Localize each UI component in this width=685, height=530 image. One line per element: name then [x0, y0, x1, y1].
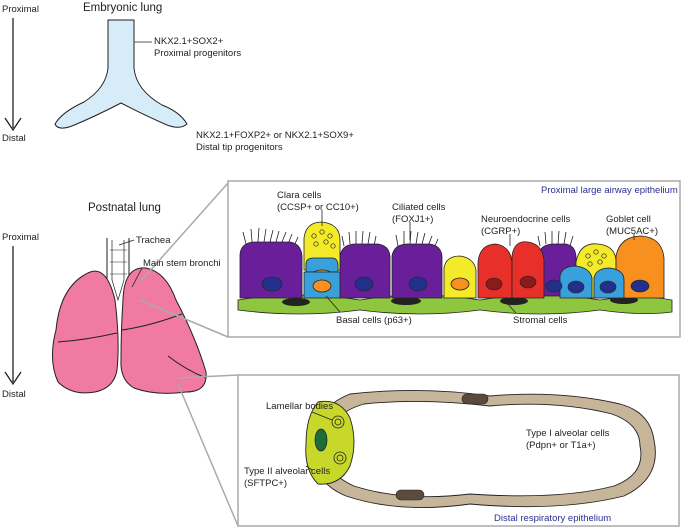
neuroendocrine-marker: (CGRP+)	[481, 226, 521, 237]
basal-label: Basal cells (p63+)	[336, 315, 412, 326]
distal-progenitor-marker: NKX2.1+FOXP2+ or NKX2.1+SOX9+	[196, 130, 354, 141]
postnatal-axis-arrow	[4, 246, 22, 386]
embryonic-axis-proximal: Proximal	[2, 4, 39, 15]
cilia	[242, 227, 574, 249]
type1-label: Type I alveolar cells	[526, 428, 610, 439]
postnatal-title: Postnatal lung	[88, 202, 161, 214]
trachea-label: Trachea	[136, 235, 171, 246]
clara-marker: (CCSP+ or CC10+)	[277, 202, 359, 213]
type2-marker: (SFTPC+)	[244, 478, 288, 489]
postnatal-lungs	[52, 238, 207, 394]
airway-nuclei	[261, 276, 650, 294]
type1-nuclei	[395, 393, 489, 501]
embryonic-axis-distal: Distal	[2, 133, 26, 144]
embryonic-lung-shape	[54, 19, 188, 129]
ciliated-marker: (FOXJ1+)	[392, 214, 434, 225]
embryonic-axis-arrow	[4, 18, 22, 132]
clara-label: Clara cells	[277, 190, 322, 201]
alveolar-leaders	[305, 411, 333, 471]
clara-cell-2	[443, 255, 477, 299]
proximal-progenitor-marker: NKX2.1+SOX2+	[154, 36, 224, 47]
stromal-label: Stromal cells	[513, 315, 568, 326]
bronchi-label: Main stem bronchi	[143, 258, 221, 269]
distal-progenitor-label: Distal tip progenitors	[196, 142, 283, 153]
lamellar-label: Lamellar bodies	[266, 401, 334, 412]
ciliated-label: Ciliated cells	[392, 202, 446, 213]
goblet-marker: (MUC5AC+)	[606, 226, 658, 237]
airway-panel-title: Proximal large airway epithelium	[541, 185, 678, 196]
embryonic-title: Embryonic lung	[83, 2, 163, 14]
goblet-label: Goblet cell	[606, 214, 651, 225]
zoom-connectors	[139, 182, 239, 527]
neuro-nuclei	[485, 275, 537, 291]
postnatal-axis-distal: Distal	[2, 389, 26, 400]
type1-marker: (Pdpn+ or T1a+)	[526, 440, 596, 451]
postnatal-axis-proximal: Proximal	[2, 232, 39, 243]
clara-cell	[303, 221, 341, 299]
alveolar-panel-title: Distal respiratory epithelium	[494, 513, 612, 524]
type2-alveolar-cell	[305, 400, 355, 485]
airway-leaders	[321, 210, 635, 314]
neuroendocrine-label: Neuroendocrine cells	[481, 214, 571, 225]
trachea-leader-lines	[118, 239, 143, 288]
type2-label: Type II alveolar cells	[244, 466, 331, 477]
proximal-progenitor-label: Proximal progenitors	[154, 48, 242, 59]
